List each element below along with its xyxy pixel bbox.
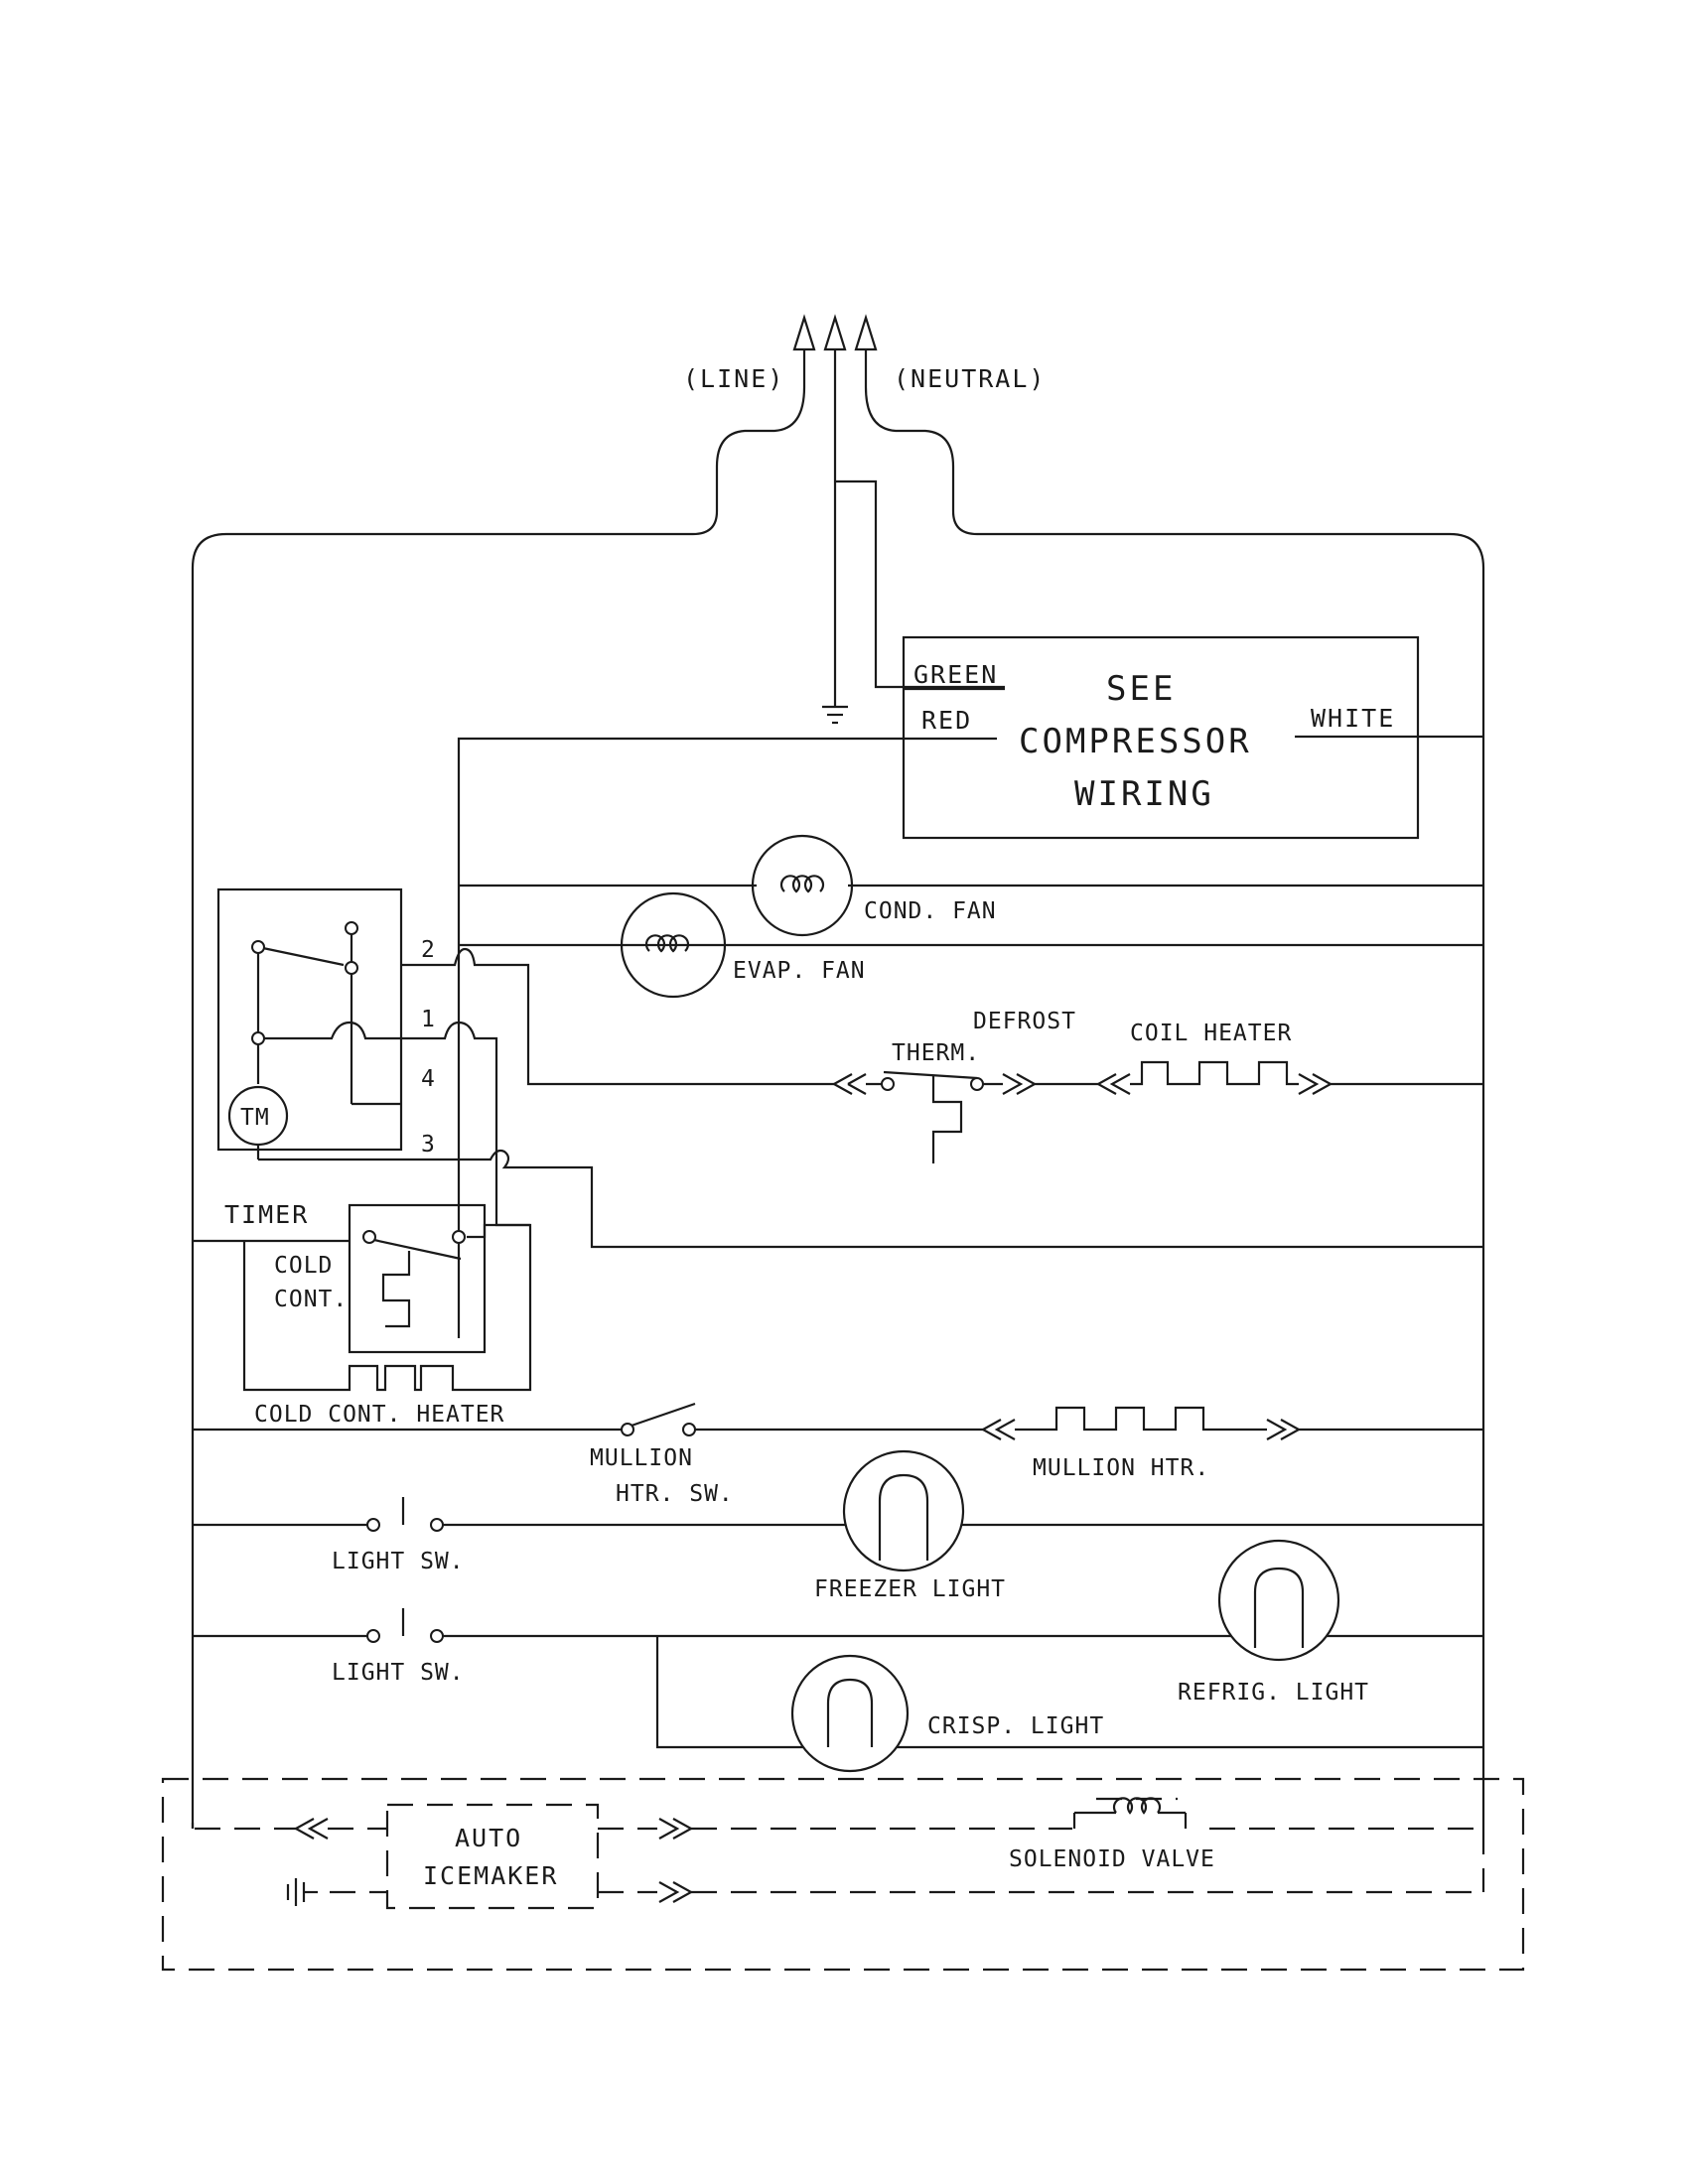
light-sw-label-1: LIGHT SW. [332, 1549, 465, 1574]
defrost-thermostat: DEFROST THERM. [833, 1009, 1076, 1163]
cold-cont-terminal [362, 1230, 376, 1244]
therm-terminal [970, 1077, 984, 1091]
timer: TM 2 1 4 3 TIMER [216, 887, 1483, 1249]
coil-heater: COIL HEATER [1035, 1021, 1483, 1095]
timer-terminal-4: 4 [421, 1066, 436, 1092]
ground-battery-icon [286, 1878, 318, 1906]
cond-fan-label: COND. FAN [864, 898, 997, 924]
light-sw-terminal [430, 1629, 444, 1643]
freezer-light-circuit: LIGHT SW. FREEZER LIGHT [193, 1449, 1483, 1602]
freezer-light-label: FREEZER LIGHT [814, 1576, 1006, 1602]
mullion-sw-label-1: MULLION [590, 1445, 693, 1471]
evap-fan: EVAP. FAN [459, 891, 1483, 999]
cold-cont-label-2: CONT. [274, 1287, 348, 1312]
mullion-heater-switch: MULLION HTR. SW. [193, 1402, 983, 1507]
evap-fan-label: EVAP. FAN [733, 958, 866, 984]
timer-terminal-1: 1 [421, 1007, 436, 1032]
cold-cont-terminal [452, 1230, 466, 1244]
compressor-title-1: SEE [1106, 669, 1176, 709]
power-cord: (LINE) (NEUTRAL) [191, 314, 1485, 1829]
refrig-light-label: REFRIG. LIGHT [1178, 1680, 1369, 1706]
solenoid-valve [1072, 1797, 1188, 1829]
therm-terminal [881, 1077, 895, 1091]
timer-terminal-2: 2 [421, 937, 436, 963]
light-sw-label-2: LIGHT SW. [332, 1660, 465, 1686]
ground-arrow-icon [823, 314, 847, 351]
crisp-bulb-icon [826, 1678, 874, 1747]
green-wire-label: GREEN [913, 660, 998, 689]
compressor-title-3: WIRING [1074, 774, 1214, 814]
compressor-wiring-box: GREEN RED WHITE SEE COMPRESSOR WIRING [457, 635, 1483, 1338]
timer-motor-label: TM [240, 1105, 270, 1131]
mullion-sw-label-2: HTR. SW. [616, 1481, 734, 1507]
line-arrow-icon [792, 314, 816, 351]
timer-terminal [251, 1031, 265, 1045]
mullion-heater: MULLION HTR. [980, 1406, 1483, 1481]
light-sw-terminal [366, 1518, 380, 1532]
white-wire-label: WHITE [1311, 704, 1395, 733]
solenoid-valve-label: SOLENOID VALVE [1009, 1846, 1215, 1872]
coil-heater-label: COIL HEATER [1130, 1021, 1292, 1046]
compressor-title-2: COMPRESSOR [1019, 722, 1252, 761]
timer-label: TIMER [224, 1200, 309, 1229]
freezer-bulb-icon [878, 1473, 929, 1561]
light-sw-terminal [366, 1629, 380, 1643]
mullion-sw-terminal [621, 1423, 634, 1436]
ground-symbol-icon [822, 705, 848, 725]
cold-control: COLD CONT. COLD CONT. HEATER [193, 1203, 532, 1428]
icemaker-option: AUTO ICEMAKER SOLENOID VALVE [161, 1777, 1525, 1972]
mullion-sw-terminal [682, 1423, 696, 1436]
icemaker-label-2: ICEMAKER [423, 1861, 558, 1890]
icemaker-label-1: AUTO [455, 1824, 522, 1852]
neutral-label: (NEUTRAL) [894, 364, 1046, 393]
mullion-htr-label: MULLION HTR. [1033, 1455, 1209, 1481]
cond-fan: COND. FAN [459, 834, 1483, 937]
timer-terminal [345, 921, 358, 935]
cold-cont-label-1: COLD [274, 1253, 333, 1279]
red-wire-label: RED [921, 706, 972, 735]
neutral-arrow-icon [854, 314, 878, 351]
coil-icon [779, 875, 825, 893]
crisp-light-label: CRISP. LIGHT [927, 1713, 1104, 1739]
light-sw-terminal [430, 1518, 444, 1532]
defrost-therm-label-2: THERM. [892, 1040, 980, 1066]
refrig-bulb-icon [1253, 1567, 1305, 1648]
cold-cont-heater-label: COLD CONT. HEATER [254, 1402, 504, 1428]
defrost-therm-label-1: DEFROST [973, 1009, 1076, 1034]
timer-terminal [251, 940, 265, 954]
coil-icon [644, 934, 690, 953]
refrig-light-circuit: LIGHT SW. REFRIG. LIGHT CRISP. LIGHT [193, 1539, 1483, 1773]
timer-terminal [345, 961, 358, 975]
timer-terminal-3: 3 [421, 1132, 436, 1158]
line-label: (LINE) [683, 364, 784, 393]
